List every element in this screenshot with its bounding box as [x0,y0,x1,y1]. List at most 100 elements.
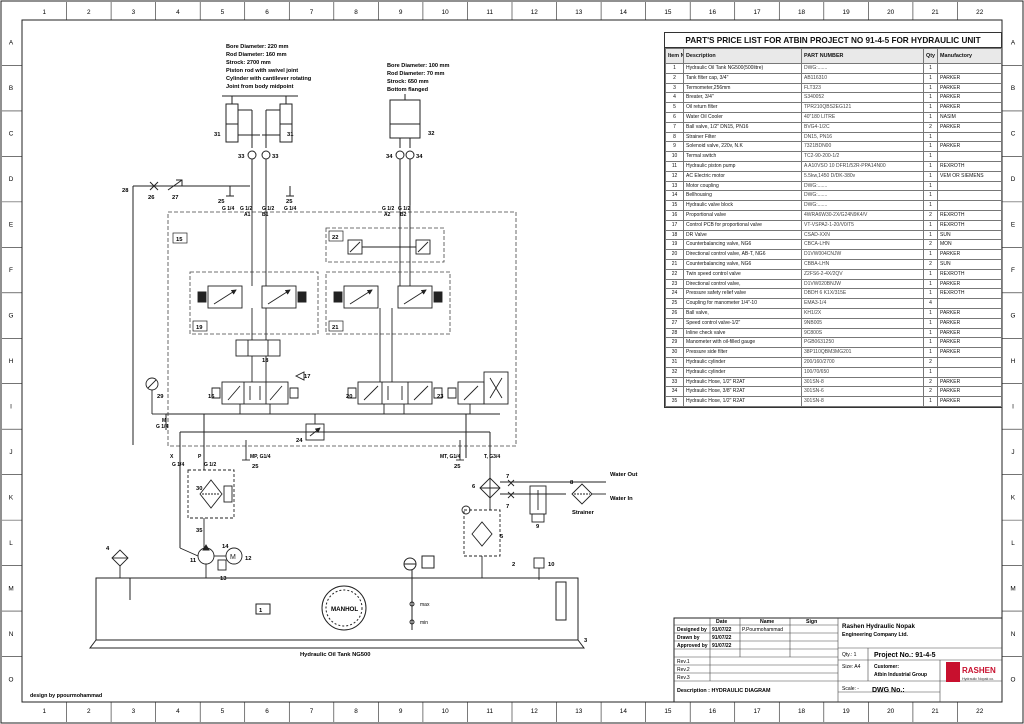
hose-couplings-33 [247,110,271,205]
item-manufactory: REXROTH [937,209,1002,221]
relief-valve-24 [305,414,325,441]
item-description: Coupling for manometer 1/4"-10 [683,298,802,309]
return-filter-5 [461,458,501,578]
item-description: Pressure safety relief valve [683,288,802,300]
cyl-left-note: Bore Diameter: 220 mm [226,44,289,50]
item-qty: 1 [923,317,938,329]
item-no: 32 [665,366,684,378]
item-manufactory: PARKER [937,396,1002,407]
label-31a: 31 [214,132,221,138]
grid-col-label: 3 [132,9,136,16]
cyl-left-note: Rod Diameter: 160 mm [226,52,287,58]
tb-company2: Engineering Company Ltd. [842,632,909,638]
item-manufactory: VEM OR SIEMENS [937,170,1002,182]
item-description: Water Oil Cooler [683,111,802,123]
label-23: 23 [437,394,444,400]
item-part-number: 4WRA6W30-2X/G24N9K4/V [801,209,924,221]
tb-customer: Atbin Industrial Group [874,672,927,678]
grid-col-label: 21 [932,9,940,16]
port-B2: B2 [400,212,407,218]
grid-col-label: 17 [753,708,761,715]
strainer-8 [571,483,606,505]
item-qty: 1 [923,180,938,192]
item-no: 4 [665,92,684,104]
grid-col-label: 1 [42,708,46,715]
port-labels-top: G 1/4 G 1/2 G 1/2 G 1/4 A1 B1 G 1/2 G 1/… [222,206,410,218]
item-qty: 1 [923,131,938,143]
tb-dwg: DWG No.: [872,687,905,694]
item-description: Inline check valve [683,327,802,339]
tb-h-name: Name [760,619,774,625]
item-manufactory [937,298,1002,309]
item-no: 24 [665,288,684,300]
item-no: 15 [665,200,684,211]
grid-col-label: 20 [887,708,895,715]
grid-col-label: 20 [887,9,895,16]
item-qty: 1 [923,288,938,300]
item-qty: 1 [923,160,938,172]
grid-col-label: 1 [42,9,46,16]
item-part-number: DWG:....... [801,63,924,74]
item-description: Hydraulic valve block [683,200,802,211]
manometer-29 [145,377,166,415]
item-qty: 1 [923,63,938,74]
twin-speed-valve-symbols [347,205,431,274]
max-label: max [420,602,430,608]
label-19: 19 [196,325,203,331]
label-13: 13 [220,576,227,582]
label-24: 24 [296,438,303,444]
tb-qty: Qty.: 1 [842,652,857,658]
port-g12c: G 1/2 [382,206,394,212]
grid-row-label: F [1011,267,1015,274]
item-part-number: 7321BDN00 [801,141,924,153]
port-g14x: G 1/4 [172,462,184,468]
item-description: Counterbalancing valve, NG6 [683,239,802,251]
item-description: Strainer Filter [683,131,802,143]
label-35: 35 [196,528,203,534]
label-21: 21 [332,325,339,331]
col-qty: Qty [923,48,938,64]
title-block: Date Name Sign Designed by 91/07/22 P.Po… [673,617,1003,703]
item-manufactory: NASIM [937,111,1002,123]
dr-valve-18 [235,339,281,382]
water-out-label: Water Out [610,472,638,478]
label-9: 9 [536,524,540,530]
grid-row-label: H [9,358,14,365]
label-20: 20 [346,394,352,400]
grid-row-label: G [9,313,14,320]
grid-col-label: 7 [310,9,314,16]
tb-rev2: Rev.2 [677,667,690,673]
item-qty: 1 [923,82,938,94]
counterbalance-valve-19 [189,271,319,335]
item-manufactory [937,131,1002,143]
item-part-number: 5.5kw,1450 D/DK-380v [801,170,924,182]
label-2: 2 [512,562,515,568]
item-part-number: 100/70/650 [801,366,924,378]
item-part-number: S340052 [801,92,924,104]
logo-sub: Hydraulic Nopak co. [962,677,994,681]
label-4: 4 [106,546,110,552]
port-A1: A1 [244,212,251,218]
item-description: Termometer,256mm [683,82,802,94]
item-no: 27 [665,317,684,329]
label-11: 11 [190,558,197,564]
item-no: 30 [665,347,684,358]
port-g12a: G 1/2 [240,206,252,212]
item-no: 25 [665,298,684,309]
item-description: Ball valve, [683,307,802,319]
tb-rev1: Rev.1 [677,659,690,665]
manometer-couplings-25 [242,440,464,461]
item-part-number: TC2-90-200-1/2 [801,151,924,162]
item-part-number: DBDH 6 K1X/315E [801,288,924,300]
item-qty: 1 [923,92,938,104]
item-qty: 1 [923,102,938,113]
twin-speed-valve-22 [325,227,445,263]
